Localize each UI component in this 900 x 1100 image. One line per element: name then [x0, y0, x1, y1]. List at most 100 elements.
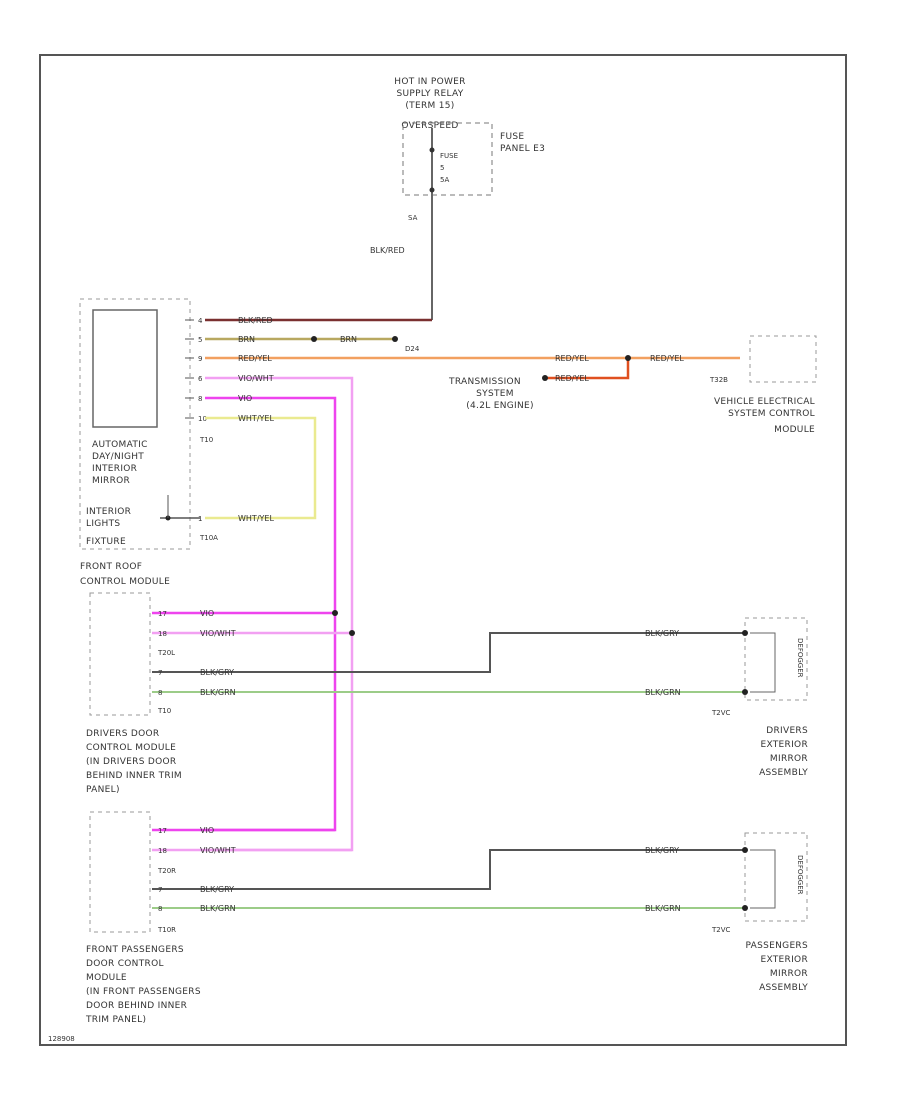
connector-t10l: T10: [157, 707, 171, 715]
mirror-module-box: [92, 309, 158, 428]
pin-p1: 17: [158, 827, 167, 835]
pin-p2: 18: [158, 847, 167, 855]
drivers-defogger-element: [750, 632, 776, 693]
pin-m4: 6: [198, 375, 203, 383]
splice-vio-wht-drivers: [349, 630, 355, 636]
wire-label-vio-1: VIO: [238, 394, 252, 403]
fuse-terminal-top: [429, 147, 435, 153]
wire-label-vio-2: VIO: [200, 609, 214, 618]
pin-d2: 18: [158, 630, 167, 638]
wire-label-blk-gry-2: BLK/GRY: [645, 629, 679, 638]
svg-text:MODULE: MODULE: [86, 973, 127, 983]
wire-label-blk-grn-2: BLK/GRN: [645, 688, 681, 697]
splice-brn: [311, 336, 317, 342]
svg-text:EXTERIOR: EXTERIOR: [760, 955, 808, 965]
fuse-number: 5: [440, 164, 444, 172]
pin-d4: 8: [158, 689, 162, 697]
svg-text:OVERSPEED: OVERSPEED: [401, 121, 458, 131]
fuse-label: FUSE: [440, 152, 458, 160]
vecm-label: VEHICLE ELECTRICAL SYSTEM CONTROL MODULE: [714, 397, 815, 435]
pin-p4: 8: [158, 905, 162, 913]
svg-text:EXTERIOR: EXTERIOR: [760, 740, 808, 750]
splice-red-yel: [625, 355, 631, 361]
svg-text:(IN FRONT PASSENGERS: (IN FRONT PASSENGERS: [86, 987, 201, 997]
svg-text:SYSTEM CONTROL: SYSTEM CONTROL: [728, 409, 815, 419]
wire-label-vio-wht-1: VIO/WHT: [238, 374, 274, 383]
fuse-output-label: SA: [408, 214, 418, 222]
wire-label-vio-3: VIO: [200, 826, 214, 835]
pass-mirror-label: PASSENGERS EXTERIOR MIRROR ASSEMBLY: [746, 941, 808, 993]
splice-d24-label: D24: [405, 345, 420, 353]
svg-text:MIRROR: MIRROR: [770, 754, 808, 764]
fuse-terminal-bottom: [429, 187, 435, 193]
wire-red-yel-transmission: [545, 358, 630, 380]
wire-label-vio-wht-3: VIO/WHT: [200, 846, 236, 855]
pass-mirror-pin-1: [742, 847, 748, 853]
wire-label-blk-gry-4: BLK/GRY: [645, 846, 679, 855]
pin-i1: 1: [198, 515, 202, 523]
pin-m1: 4: [198, 317, 203, 325]
svg-text:LIGHTS: LIGHTS: [86, 519, 120, 529]
svg-text:MODULE: MODULE: [774, 425, 815, 435]
svg-text:DOOR CONTROL: DOOR CONTROL: [86, 959, 164, 969]
mirror-module-outline: [79, 298, 191, 550]
wire-label-brn-2: BRN: [340, 335, 357, 344]
diagram-code: 128908: [48, 1035, 75, 1043]
wire-label-red-yel-2: RED/YEL: [555, 354, 589, 363]
svg-text:VEHICLE ELECTRICAL: VEHICLE ELECTRICAL: [714, 397, 815, 407]
wire-label-blk-red-2: BLK/RED: [238, 316, 273, 325]
ground-d24: [392, 336, 398, 342]
fuse-panel-label-1: FUSE: [500, 132, 524, 142]
svg-text:ASSEMBLY: ASSEMBLY: [759, 768, 808, 778]
svg-text:TRIM PANEL): TRIM PANEL): [85, 1015, 146, 1025]
interior-lights-label: INTERIOR LIGHTS FIXTURE: [86, 507, 131, 547]
svg-text:INTERIOR: INTERIOR: [92, 464, 137, 474]
connector-t10r: T10R: [157, 926, 176, 934]
mirror-pins: [185, 319, 194, 419]
svg-text:CONTROL MODULE: CONTROL MODULE: [86, 743, 176, 753]
svg-text:SYSTEM: SYSTEM: [476, 389, 514, 399]
svg-text:HOT IN POWER: HOT IN POWER: [394, 77, 465, 87]
svg-text:CONTROL MODULE: CONTROL MODULE: [80, 577, 170, 587]
connector-t10: T10: [199, 436, 213, 444]
transmission-label: TRANSMISSION SYSTEM (4.2L ENGINE): [448, 377, 534, 411]
svg-text:MIRROR: MIRROR: [770, 969, 808, 979]
drivers-mirror-label: DRIVERS EXTERIOR MIRROR ASSEMBLY: [759, 726, 808, 778]
svg-text:FIXTURE: FIXTURE: [86, 537, 126, 547]
diagram-frame: [39, 54, 847, 1046]
pin-d1: 17: [158, 610, 167, 618]
power-relay-label: HOT IN POWER SUPPLY RELAY (TERM 15) OVER…: [394, 77, 465, 131]
front-roof-label: FRONT ROOF CONTROL MODULE: [80, 562, 170, 587]
drivers-dcm-box: [89, 592, 151, 716]
vecm-box: [749, 335, 817, 383]
wire-label-blk-red-1: BLK/RED: [370, 246, 405, 255]
wire-blk-gry-drivers: [152, 632, 745, 673]
connector-t10a: T10A: [199, 534, 218, 542]
wire-label-red-yel-4: RED/YEL: [555, 374, 589, 383]
splice-vio-drivers: [332, 610, 338, 616]
fuse-amp: 5A: [440, 176, 449, 184]
svg-text:PASSENGERS: PASSENGERS: [746, 941, 808, 951]
connector-t32b: T32B: [709, 376, 728, 384]
wire-blk-gry-pass: [152, 849, 745, 890]
pin-p3: 7: [158, 886, 162, 894]
wire-label-vio-wht-2: VIO/WHT: [200, 629, 236, 638]
connector-t20l: T20L: [157, 649, 175, 657]
svg-text:(TERM 15): (TERM 15): [405, 101, 454, 111]
pass-mirror-pin-2: [742, 905, 748, 911]
wire-label-wht-yel-1: WHT/YEL: [238, 414, 274, 423]
connector-t2vc-1: T2VC: [711, 709, 731, 717]
transmission-terminal: [542, 375, 548, 381]
wire-label-wht-yel-2: WHT/YEL: [238, 514, 274, 523]
svg-text:DRIVERS DOOR: DRIVERS DOOR: [86, 729, 159, 739]
svg-text:ASSEMBLY: ASSEMBLY: [759, 983, 808, 993]
connector-t2vc-2: T2VC: [711, 926, 731, 934]
wire-label-blk-grn-4: BLK/GRN: [645, 904, 681, 913]
svg-text:(4.2L ENGINE): (4.2L ENGINE): [466, 401, 534, 411]
pin-d3: 7: [158, 669, 162, 677]
mirror-label: AUTOMATIC DAY/NIGHT INTERIOR MIRROR: [92, 440, 147, 486]
fuse-panel-label-2: PANEL E3: [500, 144, 545, 154]
pass-dcm-label: FRONT PASSENGERS DOOR CONTROL MODULE (IN…: [85, 945, 201, 1025]
wire-label-blk-gry-1: BLK/GRY: [200, 668, 234, 677]
pass-defogger-label: DEFOGGER: [796, 855, 804, 895]
